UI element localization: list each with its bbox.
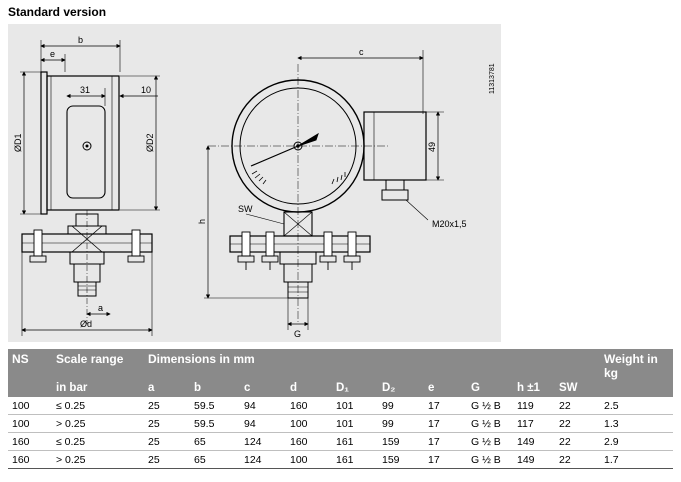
table-cell: 100 xyxy=(290,453,308,466)
col-weight: Weight in kg xyxy=(600,349,673,397)
table-cell: 100 xyxy=(12,399,30,412)
table-row: 160 ≤ 0.25 25 65 124 160 161 159 17 G ½ B 149 22 2.9 xyxy=(8,433,673,451)
table-cell: > 0.25 xyxy=(56,417,86,430)
table-cell: 59.5 xyxy=(194,399,215,412)
col-dimensions: Dimensions in mm xyxy=(144,349,600,372)
table-cell: 2.9 xyxy=(604,435,619,448)
table-cell: 161 xyxy=(336,435,354,448)
front-view xyxy=(204,50,444,330)
table-body: 100 ≤ 0.25 25 59.5 94 160 101 99 17 G ½ B 119 22 2.5… xyxy=(8,397,673,469)
table-cell: 25 xyxy=(148,399,160,412)
table-cell: 22 xyxy=(559,453,571,466)
label-10: 10 xyxy=(141,85,151,95)
label-g: G xyxy=(294,329,301,339)
table-cell: 159 xyxy=(382,453,400,466)
table-cell: 149 xyxy=(517,453,535,466)
col-b: b xyxy=(190,372,240,397)
label-thread: M20x1,5 xyxy=(432,219,467,229)
table-cell: 101 xyxy=(336,417,354,430)
label-d: Ød xyxy=(80,319,92,329)
table-cell: 124 xyxy=(244,453,262,466)
col-d: d xyxy=(286,372,332,397)
table-cell: 161 xyxy=(336,453,354,466)
col-e: e xyxy=(424,372,467,397)
table-cell: 160 xyxy=(290,435,308,448)
table-cell: 2.5 xyxy=(604,399,619,412)
doc-number: 11313781 xyxy=(489,63,496,94)
col-ns: NS xyxy=(8,349,52,372)
table-cell: 100 xyxy=(290,417,308,430)
table-cell: 17 xyxy=(428,435,440,448)
table-cell: G ½ B xyxy=(471,435,501,448)
label-d1: ØD1 xyxy=(13,133,23,152)
table-cell: 117 xyxy=(517,417,534,430)
table-cell: 22 xyxy=(559,417,571,430)
label-e: e xyxy=(50,49,55,59)
table-cell: 99 xyxy=(382,417,394,430)
label-31: 31 xyxy=(80,85,90,95)
table-cell: 94 xyxy=(244,399,256,412)
label-d2: ØD2 xyxy=(145,133,155,152)
table-cell: 159 xyxy=(382,435,400,448)
table-cell: 25 xyxy=(148,453,160,466)
table-cell: 94 xyxy=(244,417,256,430)
table-cell: 1.3 xyxy=(604,417,619,430)
table-cell: 124 xyxy=(244,435,262,448)
table-cell: 17 xyxy=(428,399,440,412)
table-cell: G ½ B xyxy=(471,399,501,412)
spec-table: NS Scale range Dimensions in mm Weight i… xyxy=(8,349,673,469)
technical-drawing: b e 31 10 ØD1 ØD2 a Ød c 49 h SW M20x1,5… xyxy=(8,24,501,342)
side-view xyxy=(20,40,160,336)
col-sw: SW xyxy=(555,372,600,397)
table-cell: > 0.25 xyxy=(56,453,86,466)
table-cell: 101 xyxy=(336,399,354,412)
table-cell: 149 xyxy=(517,435,535,448)
col-d2: D₂ xyxy=(378,372,424,397)
table-row: 160 > 0.25 25 65 124 100 161 159 17 G ½ B 149 22 1.7 xyxy=(8,451,673,469)
table-cell: 160 xyxy=(290,399,308,412)
table-cell: 17 xyxy=(428,417,440,430)
table-row: 100 ≤ 0.25 25 59.5 94 160 101 99 17 G ½ B 119 22 2.5 xyxy=(8,397,673,415)
table-cell: ≤ 0.25 xyxy=(56,435,86,448)
table-cell: 59.5 xyxy=(194,417,215,430)
drawing-svg: b e 31 10 ØD1 ØD2 a Ød c 49 h SW M20x1,5… xyxy=(13,35,496,339)
table-cell: 160 xyxy=(12,453,30,466)
table-cell: ≤ 0.25 xyxy=(56,399,86,412)
col-c: c xyxy=(240,372,286,397)
section-title: Standard version xyxy=(8,5,107,19)
label-49: 49 xyxy=(427,142,437,152)
table-cell: 99 xyxy=(382,399,394,412)
col-h: h ±1 xyxy=(513,372,555,397)
table-cell: 22 xyxy=(559,435,571,448)
col-g: G xyxy=(467,372,513,397)
table-cell: G ½ B xyxy=(471,417,501,430)
col-a: a xyxy=(144,372,190,397)
col-scale-range: Scale range xyxy=(52,349,144,372)
table-header-sub: in bar a b c d D₁ D₂ e G h ±1 SW xyxy=(8,372,673,397)
label-a: a xyxy=(98,303,103,313)
table-cell: 65 xyxy=(194,453,206,466)
label-c: c xyxy=(359,47,364,57)
table-cell: 119 xyxy=(517,399,534,412)
col-unit-bar: in bar xyxy=(52,372,144,397)
table-cell: 22 xyxy=(559,399,571,412)
label-h: h xyxy=(197,219,207,224)
table-cell: 25 xyxy=(148,435,160,448)
table-cell: G ½ B xyxy=(471,453,501,466)
table-cell: 25 xyxy=(148,417,160,430)
table-cell: 65 xyxy=(194,435,206,448)
table-cell: 160 xyxy=(12,435,30,448)
table-cell: 100 xyxy=(12,417,30,430)
table-cell: 1.7 xyxy=(604,453,619,466)
table-row: 100 > 0.25 25 59.5 94 100 101 99 17 G ½ B 117 22 1.3 xyxy=(8,415,673,433)
col-d1: D₁ xyxy=(332,372,378,397)
table-header-top: NS Scale range Dimensions in mm Weight i… xyxy=(8,349,673,397)
label-sw: SW xyxy=(238,204,253,214)
label-b: b xyxy=(78,35,83,45)
table-cell: 17 xyxy=(428,453,440,466)
